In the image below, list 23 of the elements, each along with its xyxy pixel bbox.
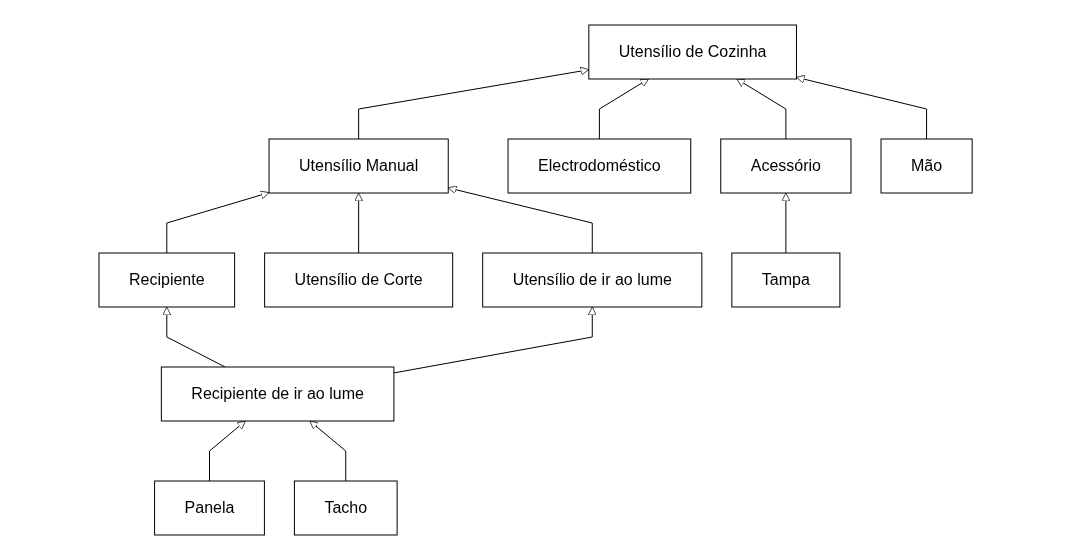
arrow (448, 185, 594, 254)
node-box: Recipiente (98, 252, 236, 308)
arrow (599, 78, 650, 140)
arrow (736, 78, 787, 140)
arrow (354, 192, 364, 254)
node-box: Mão (880, 138, 974, 194)
arrow (393, 306, 598, 374)
arrow (209, 420, 247, 482)
node-box: Utensílio de Corte (264, 252, 454, 308)
arrow (358, 66, 590, 140)
node-box: Recipiente de ir ao lume (161, 366, 395, 422)
node-box: Utensílio de Cozinha (588, 24, 798, 80)
arrow (781, 192, 791, 254)
node-box: Utensílio Manual (269, 138, 450, 194)
arrow (309, 420, 347, 482)
node-box: Utensílio de ir ao lume (482, 252, 703, 308)
node-box: Electrodoméstico (507, 138, 692, 194)
arrow (796, 74, 928, 140)
node-box: Panela (154, 480, 266, 536)
node-box: Tampa (731, 252, 841, 308)
node-box: Acessório (720, 138, 852, 194)
arrow (166, 190, 270, 254)
node-box: Tacho (294, 480, 399, 536)
